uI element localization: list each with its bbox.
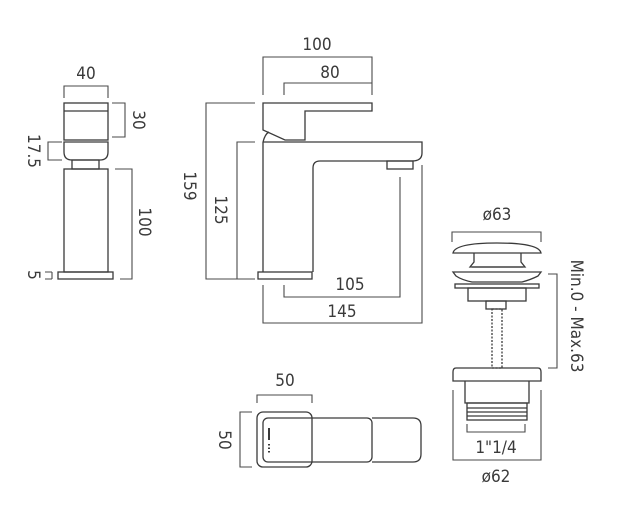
- top-view: 50 50: [214, 371, 422, 468]
- dim-collar-height: 17.5: [23, 134, 43, 168]
- dim-body-diameter: ø62: [482, 467, 511, 487]
- waste-spindle: [491, 308, 503, 369]
- dim-spout-height: 125: [210, 195, 230, 224]
- side-handle: [63, 102, 109, 141]
- side-collar: [63, 141, 109, 161]
- side-body: [63, 168, 109, 273]
- dim-body-height: 100: [134, 207, 154, 236]
- dim-lever-length: 80: [320, 63, 339, 83]
- top-lever: [262, 417, 373, 463]
- dim-side-width: 40: [76, 64, 95, 84]
- dim-spout-reach-inner: 105: [335, 275, 364, 295]
- dim-handle-height: 30: [128, 110, 148, 129]
- front-view: 100 80 159 125 105 145: [179, 35, 423, 324]
- dim-top-width: 50: [275, 371, 294, 391]
- dim-overall-length: 100: [302, 35, 331, 55]
- dim-base-height: 5: [23, 270, 43, 280]
- dim-adjustment-range: Min.0 - Max.63: [566, 260, 586, 373]
- dim-thread-size: 1"1/4: [475, 438, 516, 458]
- top-handle-outline: [256, 411, 313, 468]
- waste-flange: [451, 271, 543, 283]
- waste-body-flange: [452, 367, 542, 382]
- dim-total-height: 159: [179, 171, 199, 200]
- front-lever: [262, 102, 373, 141]
- dim-cap-diameter: ø63: [483, 205, 512, 225]
- click-waste: ø63 Min.0 - Max.63 1"1/4 ø62: [451, 205, 586, 487]
- side-view: 40 30 17.5 100 5: [23, 64, 154, 280]
- side-base: [57, 271, 114, 280]
- dim-top-depth: 50: [214, 430, 234, 449]
- dim-spout-reach: 145: [327, 302, 356, 322]
- aerator: [386, 160, 414, 170]
- front-base: [257, 271, 313, 280]
- waste-cap: [452, 242, 542, 254]
